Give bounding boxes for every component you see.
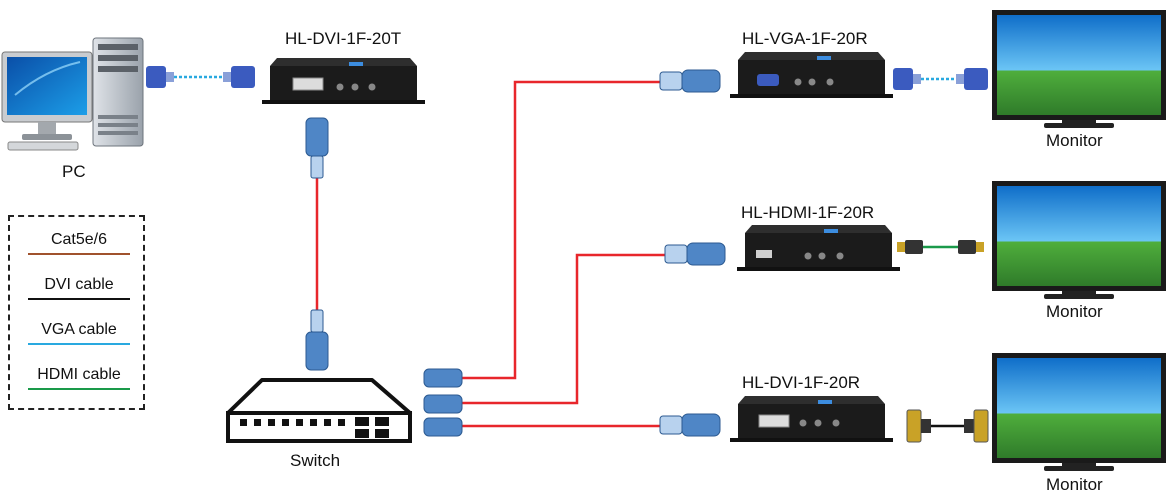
fiber-switch-vga (462, 80, 660, 380)
hdmi-cable-rx-monitor (897, 240, 984, 254)
legend-swatch-cat5e (28, 253, 130, 255)
legend-label: Cat5e/6 (50, 231, 108, 248)
legend-label: VGA cable (41, 321, 117, 338)
dvi-cable-rx-monitor (906, 409, 989, 443)
legend-item-dvi: DVI cable (28, 276, 130, 300)
monitor-1-label: Monitor (1046, 131, 1103, 150)
receiver-dvi-box-icon (730, 396, 893, 442)
receiver-vga-box-icon (730, 52, 893, 98)
legend-swatch-vga (28, 343, 130, 345)
fiber-cables (315, 80, 665, 428)
legend-item-vga: VGA cable (28, 321, 130, 345)
pc-label: PC (62, 162, 86, 181)
monitor-3-icon (992, 353, 1166, 471)
monitor-2-label: Monitor (1046, 302, 1103, 321)
legend-label: DVI cable (44, 276, 114, 293)
fiber-switch-hdmi (462, 253, 665, 405)
receiver-vga-label: HL-VGA-1F-20R (742, 29, 868, 48)
cable-legend: Cat5e/6 DVI cable VGA cable HDMI cable (8, 215, 145, 410)
legend-label: HDMI cable (37, 366, 121, 383)
vga-cable-pc-tx (146, 66, 255, 88)
receiver-hdmi-box-icon (737, 225, 900, 271)
receiver-dvi-label: HL-DVI-1F-20R (742, 373, 861, 392)
transmitter-box-icon (262, 58, 425, 104)
monitor-3-label: Monitor (1046, 475, 1103, 494)
pc-icon (1, 37, 144, 151)
monitor-2-icon (992, 181, 1166, 299)
legend-swatch-hdmi (28, 388, 130, 390)
legend-item-cat5e: Cat5e/6 (28, 231, 130, 255)
receiver-hdmi-label: HL-HDMI-1F-20R (741, 203, 875, 222)
monitor-1-icon (992, 10, 1166, 128)
vga-cable-rx-monitor (893, 68, 988, 90)
switch-label: Switch (290, 451, 341, 470)
fiber-connectors (305, 69, 726, 437)
legend-swatch-dvi (28, 298, 130, 300)
switch-icon (226, 378, 412, 443)
legend-item-hdmi: HDMI cable (28, 366, 130, 390)
transmitter-label: HL-DVI-1F-20T (285, 29, 402, 48)
